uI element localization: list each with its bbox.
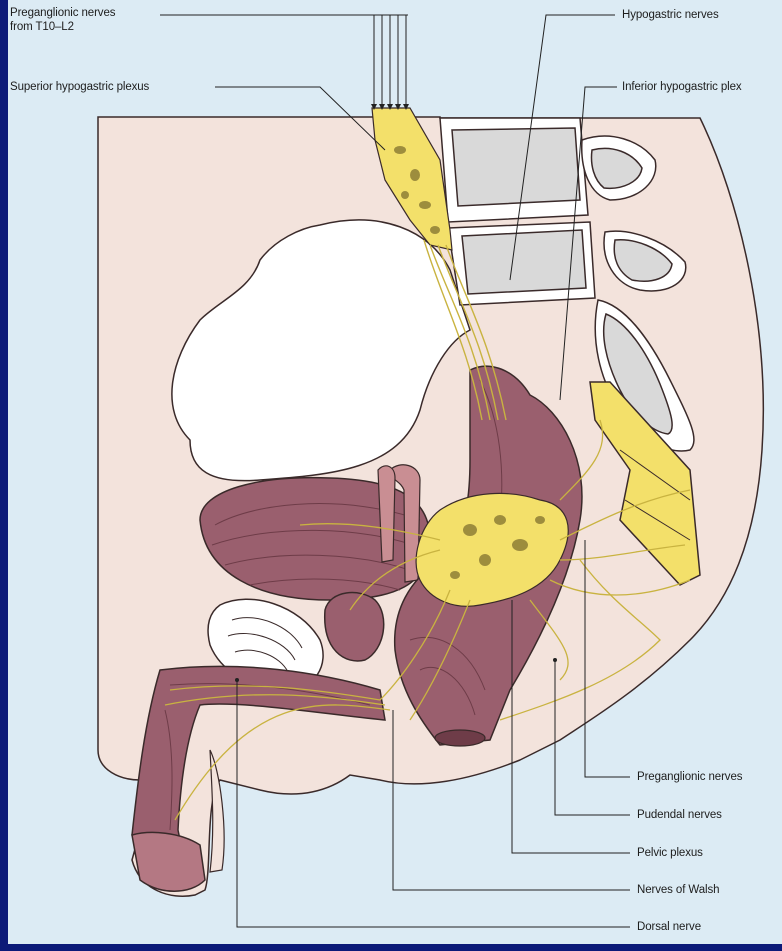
label-inferior-hypogastric-plexus: Inferior hypogastric plex	[622, 80, 742, 94]
label-preganglionic-nerves: Preganglionic nerves	[637, 770, 742, 784]
label-pelvic-plexus: Pelvic plexus	[637, 846, 703, 860]
label-preganglionic-nerves-t10-l2: Preganglionic nerves from T10–L2	[10, 6, 115, 34]
label-nerves-of-walsh: Nerves of Walsh	[637, 883, 719, 897]
label-superior-hypogastric-plexus: Superior hypogastric plexus	[10, 80, 149, 94]
anus	[435, 730, 485, 746]
label-dorsal-nerve: Dorsal nerve	[637, 920, 701, 934]
label-hypogastric-nerves: Hypogastric nerves	[622, 8, 719, 22]
label-pudendal-nerves: Pudendal nerves	[637, 808, 722, 822]
glans	[132, 832, 205, 891]
